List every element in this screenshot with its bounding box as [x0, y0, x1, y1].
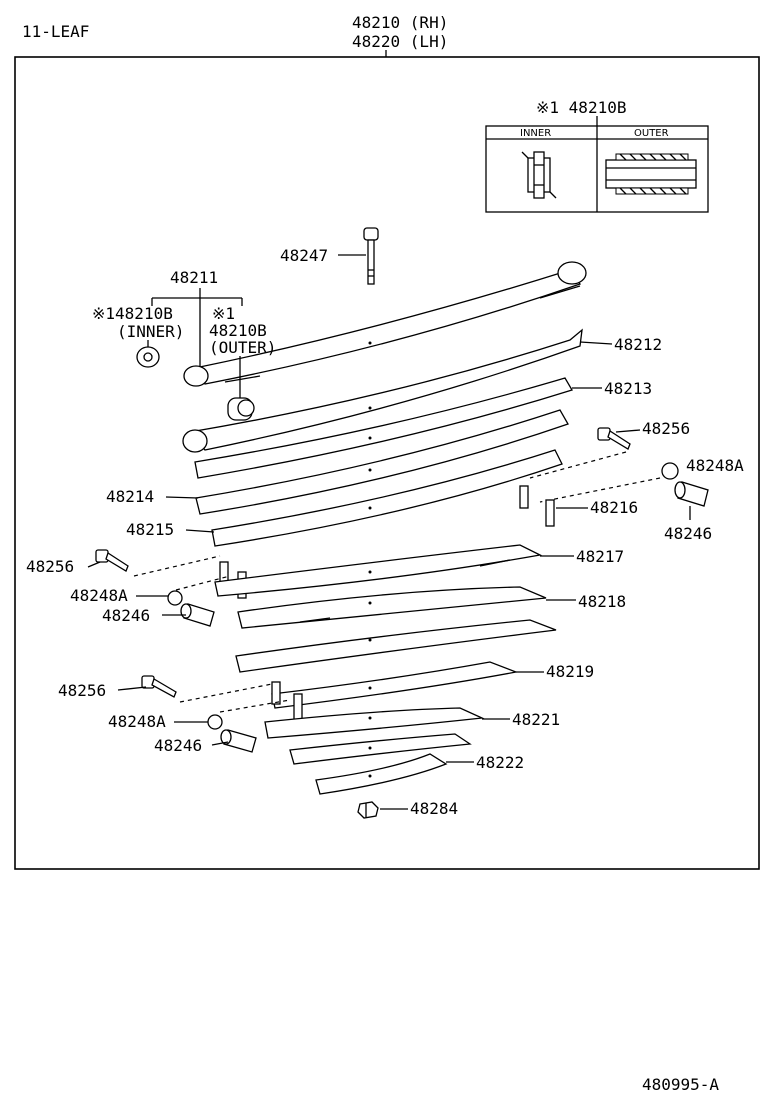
- callout-48218[interactable]: 48218: [578, 592, 626, 611]
- callout-48210b-inner-b: (INNER): [117, 322, 184, 341]
- callout-48256-b[interactable]: 48256: [26, 557, 74, 576]
- callout-48214[interactable]: 48214: [106, 487, 154, 506]
- callout-48246-c[interactable]: 48246: [154, 736, 202, 755]
- callout-48217[interactable]: 48217: [576, 547, 624, 566]
- pin-48246-upper[interactable]: [674, 481, 709, 507]
- leaf-48217[interactable]: [214, 544, 543, 597]
- callout-48246-a[interactable]: 48246: [664, 524, 712, 543]
- callout-48212[interactable]: 48212: [614, 335, 662, 354]
- bolt-48256-upper[interactable]: [597, 427, 631, 450]
- inner-bushing-sketch: [521, 151, 557, 199]
- inset-outer-label: OUTER: [634, 128, 669, 139]
- inset-title: ※1 48210B: [536, 98, 626, 117]
- callout-48210b-outer-b[interactable]: 48210B: [209, 321, 267, 340]
- diagram-frame: [14, 56, 760, 870]
- assembly-lh-label[interactable]: 48220 (LH): [352, 32, 448, 51]
- leaf-48222[interactable]: [289, 733, 472, 795]
- leaf-48219[interactable]: [271, 661, 519, 709]
- callout-48210b-outer-a: ※1: [212, 304, 235, 323]
- bolt-48256-lower[interactable]: [141, 675, 177, 698]
- callout-48284[interactable]: 48284: [410, 799, 458, 818]
- callout-48210b-inner-a[interactable]: ※148210B: [92, 304, 173, 323]
- pin-48246-lower[interactable]: [220, 729, 257, 753]
- clip-48216[interactable]: [519, 485, 555, 527]
- callout-48248a-a[interactable]: 48248A: [686, 456, 744, 475]
- callout-48248a-b[interactable]: 48248A: [70, 586, 128, 605]
- callout-48219[interactable]: 48219: [546, 662, 594, 681]
- callout-48247[interactable]: 48247: [280, 246, 328, 265]
- leaf-lower-unlabeled[interactable]: [235, 619, 557, 673]
- bushing-48248a-middle[interactable]: [167, 590, 183, 606]
- callout-48248a-c[interactable]: 48248A: [108, 712, 166, 731]
- callout-48215[interactable]: 48215: [126, 520, 174, 539]
- bushing-inset: ※1 48210B INNER OUTER: [485, 98, 709, 213]
- bushing-48248a-upper[interactable]: [661, 462, 679, 480]
- center-bolt-48247[interactable]: [338, 227, 379, 285]
- callout-48256-c[interactable]: 48256: [58, 681, 106, 700]
- drawing-id: 480995-A: [642, 1075, 719, 1094]
- bushing-48248a-lower[interactable]: [207, 714, 223, 730]
- leaf-48218[interactable]: [237, 586, 547, 629]
- callout-48246-b[interactable]: 48246: [102, 606, 150, 625]
- leaf-48215[interactable]: [211, 449, 563, 547]
- outer-bushing-part[interactable]: [227, 397, 255, 421]
- leaf-count-label: 11-LEAF: [22, 22, 89, 41]
- outer-bushing-sketch: [605, 153, 697, 195]
- leaf-48212[interactable]: [182, 328, 583, 453]
- callout-48216[interactable]: 48216: [590, 498, 638, 517]
- main-leaf-48211[interactable]: [183, 261, 587, 387]
- callout-48210b-outer-c: (OUTER): [209, 338, 276, 357]
- callout-48222[interactable]: 48222: [476, 753, 524, 772]
- inner-bushing-part[interactable]: [136, 346, 160, 368]
- assembly-rh-label[interactable]: 48210 (RH): [352, 13, 448, 32]
- leaf-48221[interactable]: [264, 707, 485, 739]
- callout-48211[interactable]: 48211: [170, 268, 218, 287]
- bolt-48256-middle[interactable]: [95, 549, 129, 572]
- inset-inner-label: INNER: [520, 128, 551, 139]
- callout-48256-a[interactable]: 48256: [642, 419, 690, 438]
- leaf-48213[interactable]: [194, 377, 573, 479]
- callout-48213[interactable]: 48213: [604, 379, 652, 398]
- leaf-48214[interactable]: [195, 409, 569, 515]
- callout-48221[interactable]: 48221: [512, 710, 560, 729]
- nut-48284[interactable]: [357, 801, 379, 819]
